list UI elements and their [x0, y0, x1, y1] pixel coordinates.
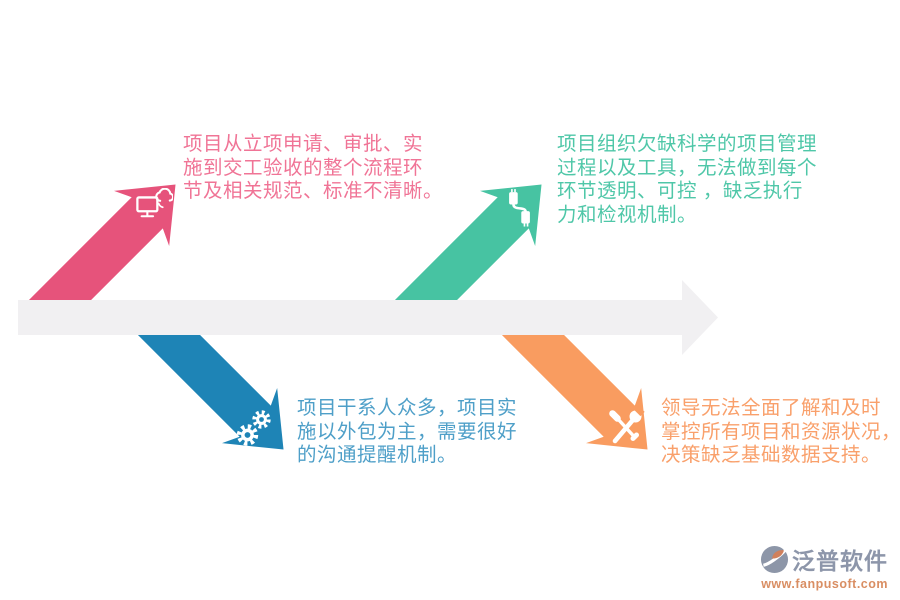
fanpu-logo-icon	[760, 545, 789, 574]
text-line: 力和检视机制。	[557, 203, 698, 226]
company-website: www.fanpusoft.com	[761, 577, 888, 591]
text-line: 过程以及工具，无法做到每个	[557, 156, 818, 179]
project-organization-text: 项目组织欠缺科学的项目管理 过程以及工具，无法做到每个 环节透明、可控 ，缺乏执…	[557, 133, 817, 227]
leadership-text: 领导无法全面了解和及时 掌控所有项目和资源状况， 决策缺乏基础数据支持。	[661, 397, 900, 468]
communication-arrow	[136, 302, 284, 450]
text-line: 项目干系人众多，项目实	[297, 397, 518, 419]
fanpu-logo: 泛普软件 www.fanpusoft.com	[760, 542, 888, 591]
text-line: 环节透明、可控 ，缺乏执行	[557, 180, 803, 202]
text-line: 节及相关规范、标准不清晰。	[183, 180, 444, 202]
text-line: 项目组织欠缺科学的项目管理	[557, 133, 818, 155]
project-organization-arrow	[394, 184, 542, 332]
text-line: 施以外包为主，需要很好	[297, 420, 518, 443]
text-line: 掌控所有项目和资源状况，	[661, 420, 900, 443]
text-line: 的沟通提醒机制。	[297, 444, 458, 466]
text-line: 领导无法全面了解和及时	[661, 397, 882, 419]
timeline-arrow	[18, 280, 718, 355]
communication-text: 项目干系人众多，项目实 施以外包为主，需要很好 的沟通提醒机制。	[297, 397, 517, 468]
company-name: 泛普软件	[792, 548, 888, 574]
text-line: 施到交工验收的整个流程环	[183, 156, 424, 179]
project-process-text: 项目从立项申请、审批、实 施到交工验收的整个流程环 节及相关规范、标准不清晰。	[183, 133, 443, 204]
text-line: 决策缺乏基础数据支持。	[661, 444, 882, 466]
project-process-arrow	[28, 184, 176, 332]
text-line: 项目从立项申请、审批、实	[183, 133, 424, 155]
